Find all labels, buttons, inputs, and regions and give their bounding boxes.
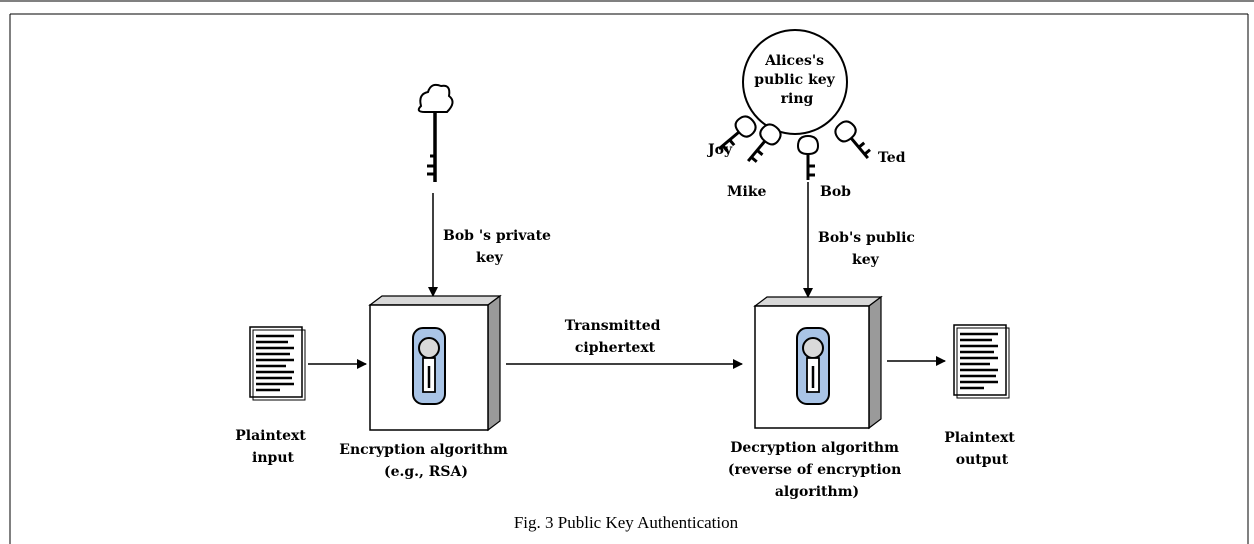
private-key-icon [417, 83, 454, 182]
joy-key-label: Joy [706, 142, 733, 158]
private-key-label: Bob 's private key [443, 228, 556, 266]
encryption-algorithm-box [368, 294, 502, 432]
bob-key-label: Bob [820, 184, 851, 200]
decryption-lock-icon [795, 326, 831, 406]
public-key-label: Bob's public key [818, 230, 920, 268]
ted-key-label: Ted [878, 150, 906, 166]
plaintext-output-label: Plaintext output [944, 430, 1019, 468]
encryption-algorithm-label: Encryption algorithm (e.g., RSA) [339, 442, 512, 480]
plaintext-input-document-icon [248, 325, 307, 402]
figure-caption: Fig. 3 Public Key Authentication [514, 513, 739, 532]
transmitted-ciphertext-label: Transmitted ciphertext [565, 318, 666, 356]
mike-key-label: Mike [727, 184, 767, 200]
key-ring-label: Alices's public key ring [754, 53, 839, 107]
plaintext-output-document-icon [952, 323, 1011, 400]
ted-key-icon [830, 116, 878, 166]
key-ring-icon [711, 29, 878, 182]
bob-key-icon [796, 134, 820, 182]
encryption-lock-icon [411, 326, 447, 406]
decryption-algorithm-label: Decryption algorithm (reverse of encrypt… [728, 440, 906, 500]
plaintext-input-label: Plaintext input [235, 428, 310, 466]
decryption-algorithm-box [753, 295, 883, 430]
